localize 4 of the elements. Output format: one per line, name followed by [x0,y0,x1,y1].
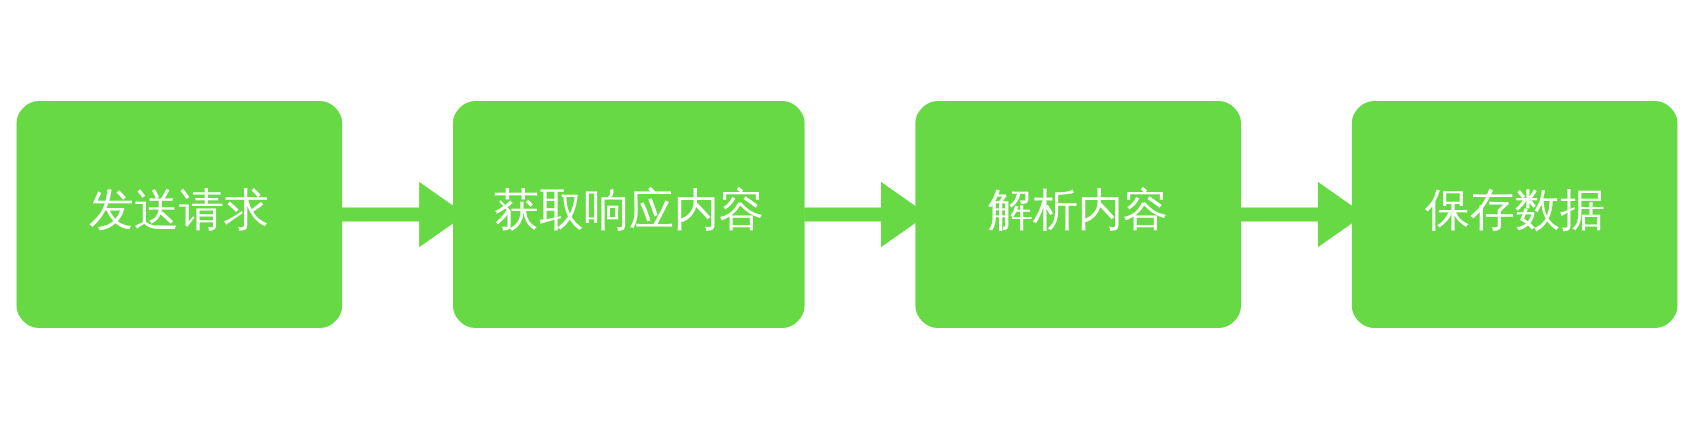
node-box: 解析内容 [915,100,1241,328]
node-box: 保存数据 [1351,100,1678,328]
node-box: 获取响应内容 [453,100,805,328]
node-box: 发送请求 [16,100,343,328]
